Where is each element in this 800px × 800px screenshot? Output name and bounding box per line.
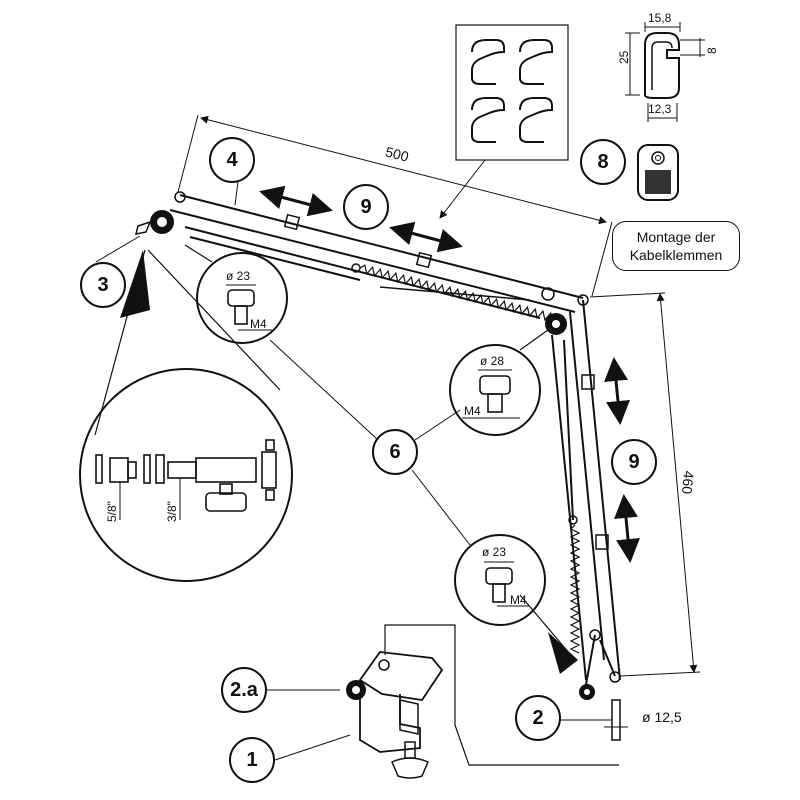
dimension-460 [589,292,701,677]
callout-2a: 2.a [221,667,267,713]
note-line-1: Montage der [636,229,716,245]
mount-pin [560,699,628,741]
svg-text:2: 2 [532,707,543,729]
svg-text:9: 9 [360,196,371,218]
clip-profile [625,22,705,122]
knob-middle-diameter: ø 28 [480,354,504,368]
callout-1: 1 [229,737,275,783]
svg-text:4: 4 [226,149,238,171]
callout-3: 3 [80,262,126,308]
knob-detail-bottom [454,534,578,674]
svg-text:3: 3 [97,274,108,296]
pin-diameter-label: ø 12,5 [642,709,682,725]
knob-detail-middle [449,329,549,436]
thread-58-label: 5/8" [105,501,119,522]
dimension-500 [177,114,613,297]
knob-top-thread: M4 [250,317,267,331]
note-line-2: Kabelklemmen [629,247,723,263]
cable-clip-note: Montage der Kabelklemmen [612,221,740,271]
svg-text:6: 6 [389,441,400,463]
svg-text:1: 1 [246,749,257,771]
clip-end-view [637,144,679,201]
callout-4: 4 [209,137,255,183]
clip-width-label: 15,8 [648,11,672,25]
clip-inner-label: 12,3 [648,102,672,116]
svg-text:9: 9 [628,451,639,473]
clip-gap-label: 8 [705,47,719,54]
dimension-460-label: 460 [679,470,697,495]
callout-9-upper: 9 [343,184,389,230]
clip-height-label: 25 [617,50,631,64]
knob-bottom-thread: M4 [510,593,527,607]
upper-spring [351,263,554,323]
detail-circle-adapter [79,249,293,582]
svg-text:2.a: 2.a [230,679,259,701]
svg-text:8: 8 [597,151,608,173]
leaders-6 [269,339,471,546]
knob-top-diameter: ø 23 [226,269,250,283]
lower-arm [551,299,621,691]
thread-38-label: 3/8" [165,501,179,522]
callout-9-lower: 9 [611,439,657,485]
upper-arm [169,194,584,323]
adjust-arrows [259,185,640,563]
knob-bottom-diameter: ø 23 [482,545,506,559]
joints [134,191,621,700]
callout-6: 6 [372,429,418,475]
knob-detail-top [184,244,288,344]
callout-2: 2 [515,695,561,741]
cable-clips-panel [439,24,569,219]
knob-middle-thread: M4 [464,404,481,418]
lower-spring [568,515,581,654]
dimension-500-label: 500 [384,143,411,164]
table-clamp [346,624,619,779]
callout-8: 8 [580,139,626,185]
